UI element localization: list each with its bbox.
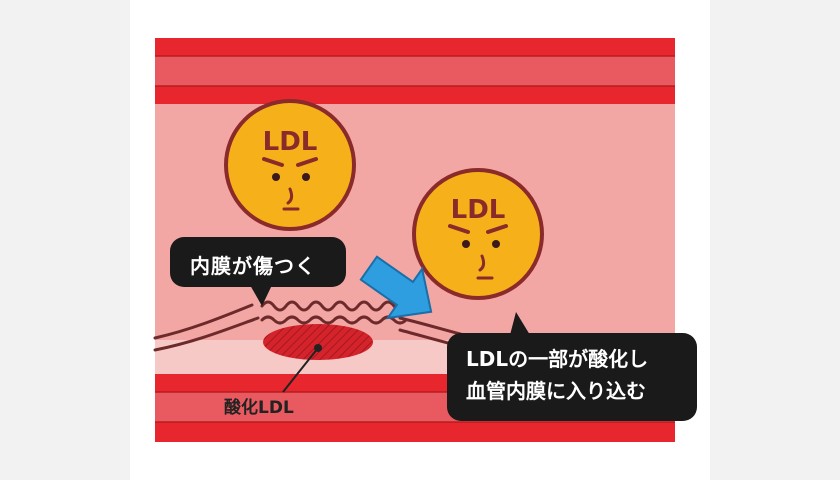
callout-oxidize-bubble xyxy=(447,312,697,421)
callout-oxidize-line2: 血管内膜に入り込む xyxy=(466,379,646,403)
arrow-icon xyxy=(359,255,433,320)
callout-oxidize-line1: LDLの一部が酸化し xyxy=(466,347,649,371)
callout-damage-bubble xyxy=(170,237,346,306)
ldl-face-label: LDL xyxy=(451,195,506,225)
oxidized-ldl-icon xyxy=(263,324,373,360)
ldl-face-icon xyxy=(224,99,356,231)
callout-damage-text: 内膜が傷つく xyxy=(190,254,316,278)
ldl-face-icon xyxy=(412,168,544,300)
oxidized-ldl-label: 酸化LDL xyxy=(224,398,294,418)
ldl-face-label: LDL xyxy=(263,127,318,157)
oxidized-ldl-pointer-line xyxy=(282,347,319,393)
